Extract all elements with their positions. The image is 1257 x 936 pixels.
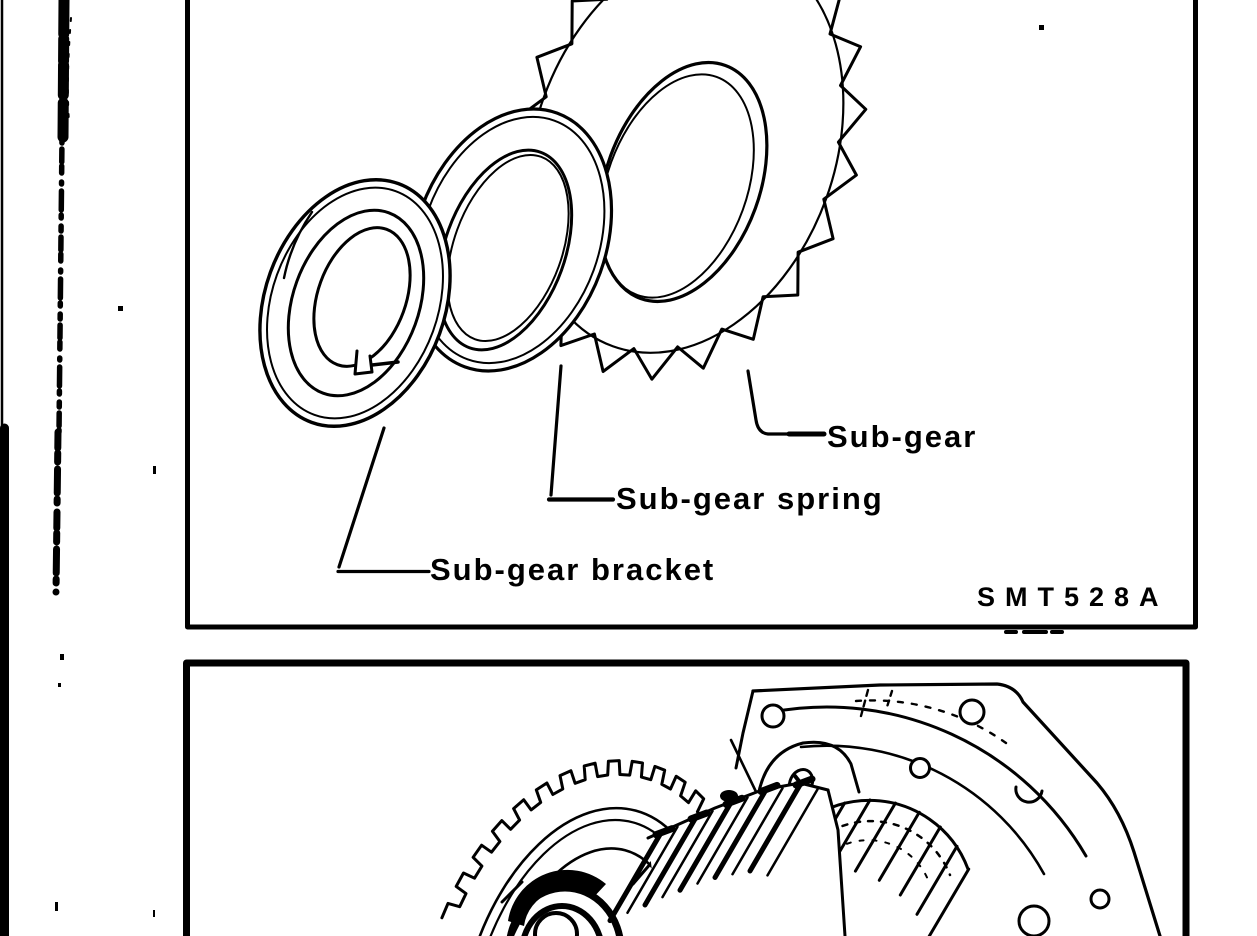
figure-code: SMT528A: [977, 582, 1169, 612]
bottom-figure-frame: [183, 659, 1190, 936]
label-sub-gear-spring: Sub-gear spring: [616, 481, 884, 516]
leader-lines: [336, 364, 827, 574]
sub-gear-bracket-drawing: [258, 178, 452, 428]
label-sub-gear: Sub-gear: [827, 419, 978, 454]
scan-artifacts: [0, 0, 1044, 936]
top-figure-frame: [185, 0, 1198, 630]
gear-assembly-drawing: [428, 682, 1162, 936]
sub-gear-spring-drawing: [408, 107, 614, 373]
label-sub-gear-bracket: Sub-gear bracket: [430, 552, 716, 587]
